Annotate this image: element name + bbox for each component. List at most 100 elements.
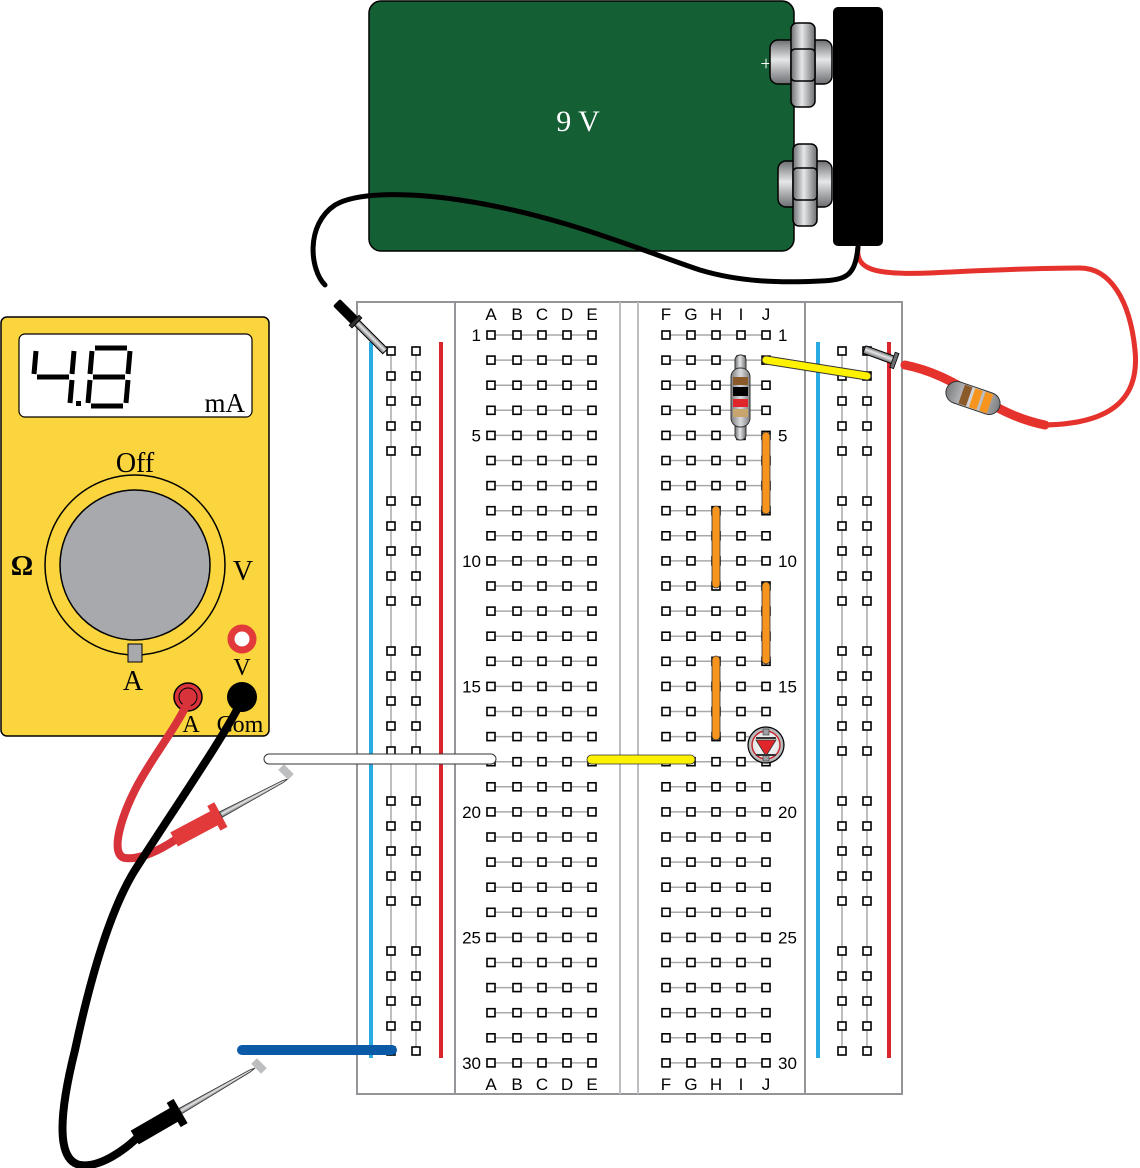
rail-hole[interactable] <box>386 996 396 1006</box>
rail-hole[interactable] <box>862 421 872 431</box>
hole-E12[interactable] <box>587 606 597 616</box>
hole-H1[interactable] <box>711 330 721 340</box>
hole-J16[interactable] <box>761 706 771 717</box>
rail-hole[interactable] <box>862 546 872 556</box>
hole-B1[interactable] <box>512 330 522 340</box>
rail-hole[interactable] <box>862 746 872 756</box>
hole-J19[interactable] <box>761 781 771 792</box>
hole-E23[interactable] <box>587 882 597 893</box>
hole-D24[interactable] <box>562 907 572 918</box>
hole-G17[interactable] <box>686 731 696 742</box>
hole-E29[interactable] <box>587 1033 597 1043</box>
rail-hole[interactable] <box>837 946 847 956</box>
hole-G2[interactable] <box>686 355 696 365</box>
hole-J1[interactable] <box>761 330 771 340</box>
hole-B29[interactable] <box>512 1033 522 1043</box>
hole-A22[interactable] <box>486 857 496 867</box>
rail-hole[interactable] <box>837 446 847 456</box>
hole-E26[interactable] <box>587 957 597 968</box>
hole-F15[interactable] <box>661 681 671 692</box>
hole-E16[interactable] <box>587 706 597 717</box>
hole-E3[interactable] <box>587 380 597 391</box>
hole-G26[interactable] <box>686 957 696 968</box>
hole-I11[interactable] <box>736 581 746 591</box>
rail-hole[interactable] <box>837 396 847 406</box>
rail-hole[interactable] <box>386 871 396 881</box>
hole-I21[interactable] <box>736 832 746 842</box>
hole-D4[interactable] <box>562 405 572 416</box>
hole-I22[interactable] <box>736 857 746 867</box>
rail-hole[interactable] <box>386 346 396 356</box>
rail-hole[interactable] <box>837 796 847 806</box>
hole-E1[interactable] <box>587 330 597 340</box>
rail-hole[interactable] <box>386 396 396 406</box>
hole-C25[interactable] <box>537 932 547 943</box>
hole-D27[interactable] <box>562 982 572 993</box>
hole-H29[interactable] <box>711 1033 721 1043</box>
hole-D16[interactable] <box>562 706 572 717</box>
hole-B23[interactable] <box>512 882 522 893</box>
rail-hole[interactable] <box>386 571 396 581</box>
hole-J4[interactable] <box>761 405 771 416</box>
rail-hole[interactable] <box>386 696 396 706</box>
hole-F19[interactable] <box>661 781 671 792</box>
hole-I6[interactable] <box>736 455 746 466</box>
hole-I17[interactable] <box>736 731 746 742</box>
rail-hole[interactable] <box>386 421 396 431</box>
hole-I13[interactable] <box>736 631 746 642</box>
rail-hole[interactable] <box>411 1021 421 1031</box>
rail-hole[interactable] <box>411 1046 421 1056</box>
hole-C21[interactable] <box>537 832 547 842</box>
hole-E19[interactable] <box>587 781 597 792</box>
hole-E30[interactable] <box>587 1058 597 1068</box>
hole-J20[interactable] <box>761 807 771 817</box>
hole-F4[interactable] <box>661 405 671 416</box>
rail-hole[interactable] <box>411 546 421 556</box>
hole-F23[interactable] <box>661 882 671 893</box>
hole-G4[interactable] <box>686 405 696 416</box>
hole-G5[interactable] <box>686 430 696 441</box>
rail-hole[interactable] <box>862 1046 872 1056</box>
hole-B2[interactable] <box>512 355 522 365</box>
hole-C1[interactable] <box>537 330 547 340</box>
hole-F1[interactable] <box>661 330 671 340</box>
rail-hole[interactable] <box>386 946 396 956</box>
rail-hole[interactable] <box>386 971 396 981</box>
hole-H22[interactable] <box>711 857 721 867</box>
hole-B22[interactable] <box>512 857 522 867</box>
rail-hole[interactable] <box>386 371 396 381</box>
hole-D25[interactable] <box>562 932 572 943</box>
hole-F24[interactable] <box>661 907 671 918</box>
hole-B13[interactable] <box>512 631 522 642</box>
hole-D17[interactable] <box>562 731 572 742</box>
dial-label-off[interactable]: Off <box>116 448 155 479</box>
rail-hole[interactable] <box>837 646 847 656</box>
hole-E6[interactable] <box>587 455 597 466</box>
rail-hole[interactable] <box>386 446 396 456</box>
hole-I25[interactable] <box>736 932 746 943</box>
hole-B15[interactable] <box>512 681 522 692</box>
hole-E11[interactable] <box>587 581 597 591</box>
rail-hole[interactable] <box>411 946 421 956</box>
hole-D20[interactable] <box>562 807 572 817</box>
rail-hole[interactable] <box>837 571 847 581</box>
hole-C22[interactable] <box>537 857 547 867</box>
hole-J29[interactable] <box>761 1033 771 1043</box>
hole-C13[interactable] <box>537 631 547 642</box>
rail-hole[interactable] <box>386 496 396 506</box>
hole-D21[interactable] <box>562 832 572 842</box>
rail-hole[interactable] <box>862 696 872 706</box>
rail-hole[interactable] <box>837 871 847 881</box>
hole-D9[interactable] <box>562 530 572 541</box>
hole-D22[interactable] <box>562 857 572 867</box>
hole-D7[interactable] <box>562 480 572 491</box>
rail-hole[interactable] <box>386 846 396 856</box>
hole-H18[interactable] <box>711 756 721 767</box>
rail-hole[interactable] <box>386 646 396 656</box>
hole-B6[interactable] <box>512 455 522 466</box>
hole-I30[interactable] <box>736 1058 746 1068</box>
hole-B20[interactable] <box>512 807 522 817</box>
rail-hole[interactable] <box>837 671 847 681</box>
hole-J9[interactable] <box>761 530 771 541</box>
hole-D12[interactable] <box>562 606 572 616</box>
